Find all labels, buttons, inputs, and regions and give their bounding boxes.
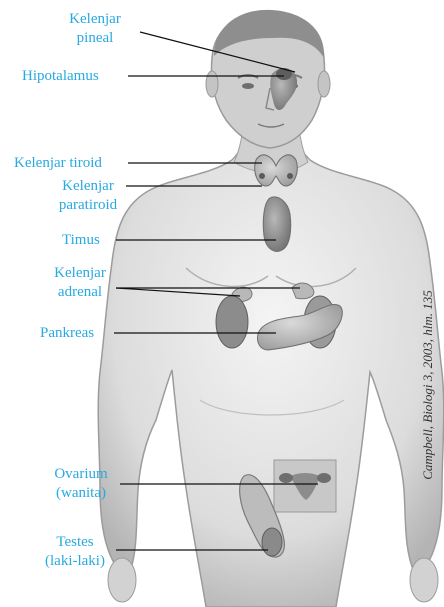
label-parathyroid: Kelenjar paratiroid: [52, 177, 124, 215]
adrenal-right-organ: [292, 283, 314, 299]
pineal-organ: [276, 68, 292, 80]
label-thymus: Timus: [62, 231, 100, 250]
label-thyroid: Kelenjar tiroid: [14, 154, 102, 173]
label-pancreas: Pankreas: [40, 324, 94, 343]
figure-credit: Campbell, Biologi 3, 2003, hlm. 135: [420, 290, 436, 480]
thymus-organ: [263, 197, 290, 252]
label-adrenal: Kelenjar adrenal: [44, 264, 116, 302]
label-testes: Testes (laki-laki): [34, 533, 116, 571]
label-hypothalamus: Hipotalamus: [22, 67, 99, 86]
ovary-inset: [274, 460, 336, 512]
label-ovary: Ovarium (wanita): [44, 465, 118, 503]
label-pineal: Kelenjar pineal: [50, 10, 140, 48]
